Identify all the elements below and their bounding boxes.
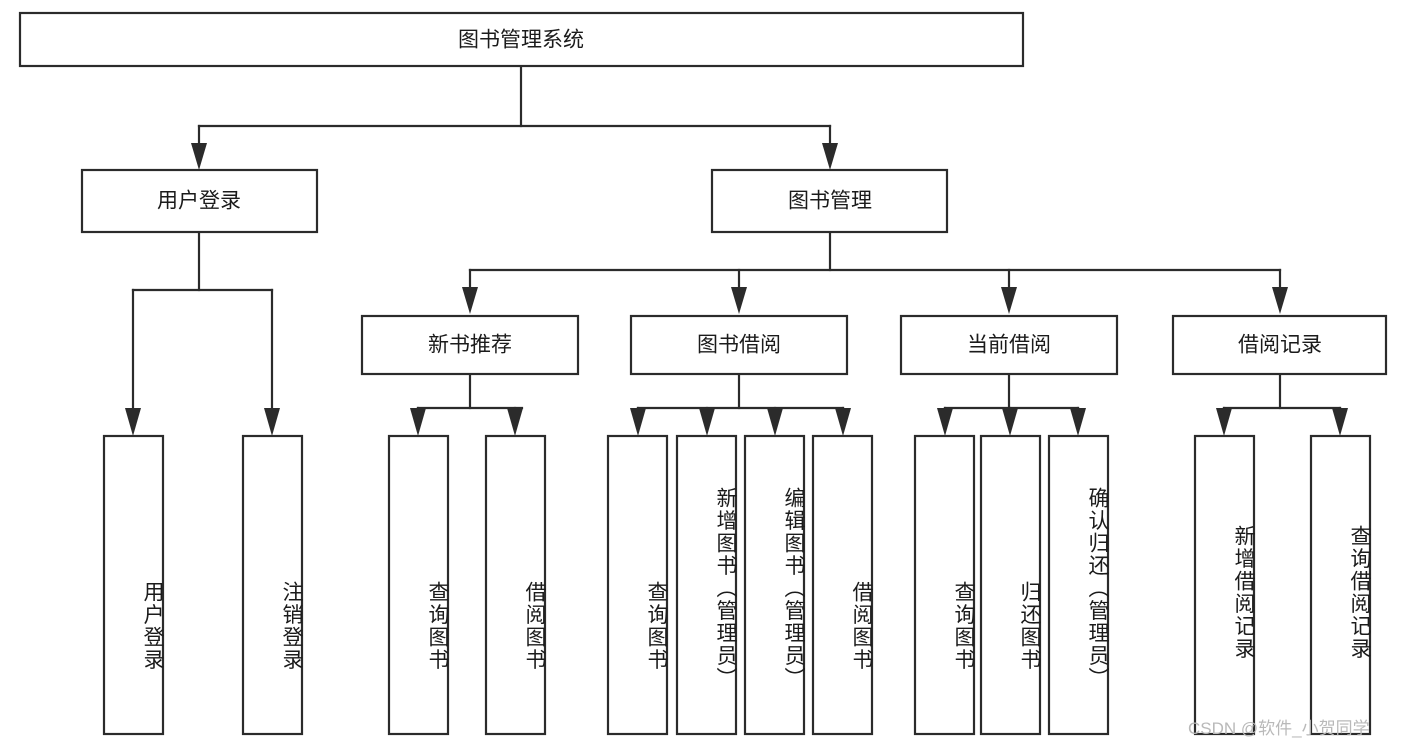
node-leaf-edit-book-box[interactable]	[743, 434, 806, 736]
node-new-book-rec-label: 新书推荐	[428, 334, 512, 357]
node-leaf-query-book-3-box[interactable]	[913, 434, 976, 736]
arrowhead-leaf-borrow-book-1	[507, 408, 523, 436]
arrowhead-leaf-query-book-1	[410, 408, 426, 436]
node-leaf-borrow-book-1-box[interactable]	[484, 434, 547, 736]
arrowhead-new-book-rec	[462, 287, 478, 314]
node-book-manage-label: 图书管理	[788, 190, 872, 213]
node-leaf-query-record-box[interactable]	[1309, 434, 1372, 736]
node-leaf-confirm-return-box[interactable]	[1047, 434, 1110, 736]
node-user-login-box[interactable]	[80, 168, 319, 234]
arrowhead-leaf-confirm-return	[1070, 408, 1086, 436]
node-leaf-return-book-box[interactable]	[979, 434, 1042, 736]
node-leaf-user-login-box[interactable]	[102, 434, 165, 736]
arrowhead-leaf-query-book-3	[937, 408, 953, 436]
node-leaf-logout-box[interactable]	[241, 434, 304, 736]
node-leaf-add-record-box[interactable]	[1193, 434, 1256, 736]
node-root-label: 图书管理系统	[458, 29, 584, 52]
arrowhead-leaf-query-record	[1332, 408, 1348, 436]
arrowhead-borrow-record	[1272, 287, 1288, 314]
node-book-manage-box[interactable]	[710, 168, 949, 234]
node-current-borrow-box[interactable]	[899, 314, 1119, 376]
node-leaf-query-book-2-box[interactable]	[606, 434, 669, 736]
node-leaf-query-book-1-box[interactable]	[387, 434, 450, 736]
node-current-borrow-label: 当前借阅	[967, 334, 1051, 357]
node-borrow-record-box[interactable]	[1171, 314, 1388, 376]
arrowhead-leaf-return-book	[1002, 408, 1018, 436]
arrowhead-leaf-add-record	[1216, 408, 1232, 436]
node-book-borrow-label: 图书借阅	[697, 334, 781, 357]
node-user-login-label: 用户登录	[157, 190, 241, 213]
arrowhead-book-borrow	[731, 287, 747, 314]
node-borrow-record-label: 借阅记录	[1238, 334, 1322, 357]
arrowhead-leaf-borrow-book-2	[835, 408, 851, 436]
node-leaf-borrow-book-2-box[interactable]	[811, 434, 874, 736]
arrowhead-leaf-edit-book	[767, 408, 783, 436]
arrowhead-leaf-user-login	[125, 408, 141, 436]
arrowhead-leaf-query-book-2	[630, 408, 646, 436]
arrowhead-leaf-logout	[264, 408, 280, 436]
arrowhead-leaf-add-book	[699, 408, 715, 436]
arrowhead-current-borrow	[1001, 287, 1017, 314]
node-leaf-add-book-box[interactable]	[675, 434, 738, 736]
arrowhead-user-login	[191, 143, 207, 170]
node-new-book-rec-box[interactable]	[360, 314, 580, 376]
csdn-watermark: CSDN @软件_小贺同学	[1188, 719, 1370, 738]
arrowhead-book-manage	[822, 143, 838, 170]
node-root-box[interactable]	[18, 11, 1025, 68]
node-book-borrow-box[interactable]	[629, 314, 849, 376]
